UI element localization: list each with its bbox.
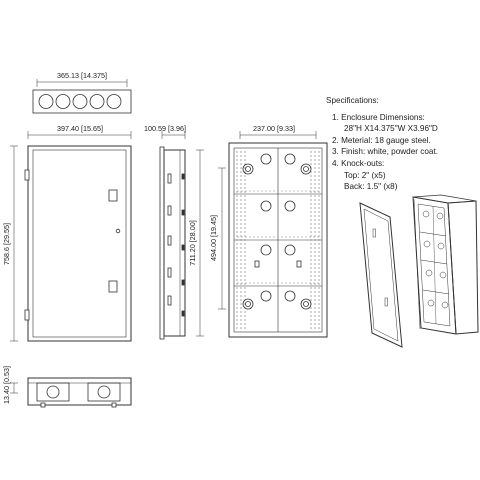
spec-item-knockouts: 4. Knock-outs: Top: 2" (x5) Back: 1.5" (…: [332, 158, 478, 193]
top-view: [32, 79, 132, 114]
spec-item-dimensions: 1. Enclosure Dimensions: 28"H X14.375"W …: [332, 112, 478, 135]
front-view: [10, 131, 132, 342]
dim-side-depth: 100.59 [3.96]: [144, 124, 186, 133]
isometric-door: [359, 202, 403, 348]
dim-back-spacing: 494.00 [19.45]: [209, 215, 218, 261]
spec-line: Back: 1.5" (x8): [344, 182, 398, 192]
spec-item-material: 2. Meterial: 18 gauge steel.: [332, 135, 478, 147]
dim-back-width: 237.00 [9.33]: [253, 124, 295, 133]
side-view: [159, 131, 204, 340]
dim-bottom-height: 13.40 [0.53]: [2, 366, 11, 404]
isometric-box: [412, 194, 479, 335]
dim-front-height: 758.6 [29.55]: [2, 223, 11, 265]
bolt-pattern: [236, 151, 320, 329]
dim-front-width: 397.40 [15.65]: [57, 124, 103, 133]
spec-line: 4. Knock-outs:: [332, 158, 385, 168]
spec-line: 2. Meterial: 18 gauge steel.: [332, 135, 431, 145]
spec-line: 1. Enclosure Dimensions:: [332, 112, 425, 122]
spec-line: 3. Finish: white, powder coat.: [332, 147, 439, 157]
specifications-panel: Specifications: 1. Enclosure Dimensions:…: [326, 95, 478, 193]
bottom-view: [10, 377, 132, 408]
spec-line: Top: 2" (x5): [344, 170, 386, 180]
dim-side-height: 711.20 [28.00]: [188, 220, 197, 265]
specifications-heading: Specifications:: [326, 96, 379, 105]
spec-item-finish: 3. Finish: white, powder coat.: [332, 146, 478, 158]
dim-top-view-width: 365.13 [14.375]: [57, 71, 107, 80]
spec-line: 28"H X14.375"W X3.96"D: [344, 124, 438, 134]
back-view: [218, 131, 328, 338]
